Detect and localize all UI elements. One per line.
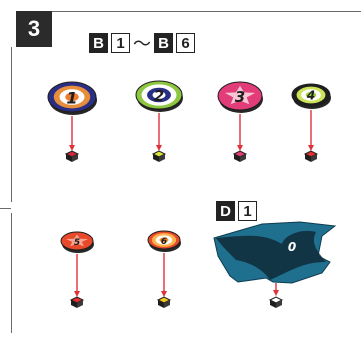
disc-number-1: 1 bbox=[66, 88, 77, 107]
panel-divider bbox=[0, 208, 11, 209]
disc-ring-6-3 bbox=[159, 237, 169, 243]
marker-side-left-1 bbox=[66, 154, 72, 162]
marker-side-left-4 bbox=[305, 154, 311, 162]
silhouette-figure bbox=[216, 230, 326, 280]
panel-top-border bbox=[52, 11, 361, 12]
range-to-number: 6 bbox=[176, 33, 195, 53]
range-from-number: 1 bbox=[111, 33, 130, 53]
marker-side-right-2 bbox=[159, 154, 165, 162]
range-separator: ～ bbox=[133, 34, 151, 55]
marker-side-right-7 bbox=[276, 300, 282, 308]
disc-number-5: 5 bbox=[74, 238, 80, 248]
arrow-head-1 bbox=[69, 145, 75, 151]
range-to-prefix: B bbox=[154, 33, 173, 53]
arrow-head-4 bbox=[308, 145, 314, 151]
marker-side-left-2 bbox=[153, 154, 159, 162]
disc-number-4: 4 bbox=[306, 89, 315, 103]
silhouette-number: 0 bbox=[288, 240, 296, 254]
disc-ring-1-3 bbox=[65, 92, 79, 102]
disc-number-6: 6 bbox=[161, 237, 167, 247]
marker-side-right-6 bbox=[164, 300, 170, 308]
range-from-prefix: B bbox=[89, 33, 108, 53]
marker-side-right-1 bbox=[72, 154, 78, 162]
arrow-head-3 bbox=[237, 145, 243, 151]
arrow-head-5 bbox=[74, 291, 80, 297]
d-label-number: 1 bbox=[238, 201, 257, 221]
disc-star-3 bbox=[224, 85, 256, 105]
d-label-prefix: D bbox=[216, 201, 235, 221]
range-label: B 1 ～ B 6 bbox=[89, 33, 195, 55]
marker-side-left-7 bbox=[270, 300, 276, 308]
marker-side-left-5 bbox=[71, 300, 77, 308]
d-label: D 1 bbox=[216, 201, 257, 221]
marker-side-right-3 bbox=[240, 154, 246, 162]
disc-number-2: 2 bbox=[154, 87, 164, 105]
marker-side-right-5 bbox=[77, 300, 83, 308]
arrow-head-7 bbox=[273, 290, 279, 296]
disc-star-5 bbox=[66, 234, 88, 247]
panel-left-border-lower bbox=[11, 213, 12, 333]
arrow-head-6 bbox=[161, 291, 167, 297]
disc-ring-2-3 bbox=[152, 91, 166, 99]
marker-side-left-3 bbox=[234, 154, 240, 162]
panel-left-border bbox=[11, 47, 12, 202]
marker-side-left-6 bbox=[158, 300, 164, 308]
step-badge: 3 bbox=[16, 11, 52, 47]
marker-side-right-4 bbox=[311, 154, 317, 162]
arrow-head-2 bbox=[156, 145, 162, 151]
disc-number-3: 3 bbox=[235, 88, 245, 106]
disc-ring-4-3 bbox=[305, 91, 317, 99]
